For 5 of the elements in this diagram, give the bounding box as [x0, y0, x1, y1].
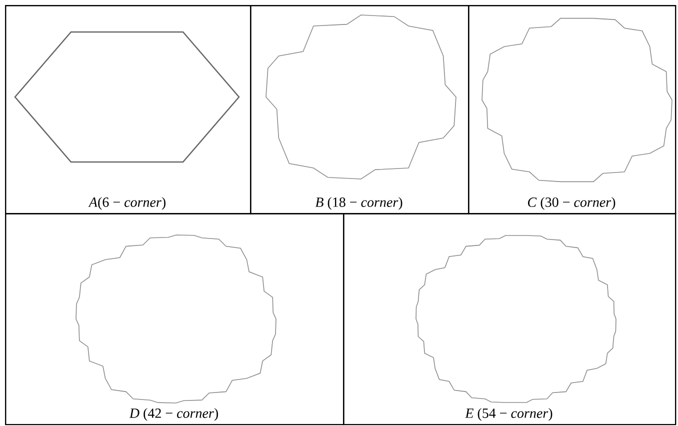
panel-caption: E (54 − corner) — [465, 408, 552, 421]
panel-caption: B (18 − corner) — [315, 197, 402, 210]
panel-caption: C (30 − corner) — [528, 197, 616, 210]
panel-caption: A(6 − corner) — [88, 197, 166, 210]
panel-caption: D (42 − corner) — [129, 408, 218, 421]
